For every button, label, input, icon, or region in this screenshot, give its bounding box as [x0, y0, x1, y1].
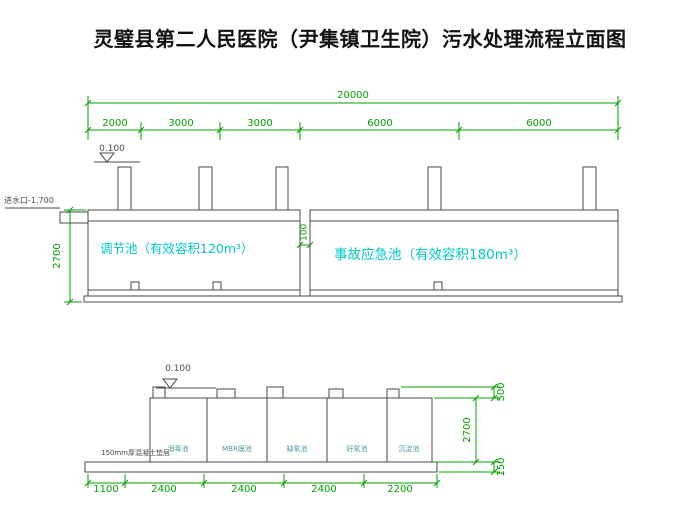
compartment-label: 好氧池	[346, 445, 368, 453]
bottom-dimension: 2400	[151, 484, 177, 495]
nozzle	[328, 388, 344, 399]
level-triangle-icon	[161, 378, 179, 389]
vent-pillar	[582, 166, 597, 211]
bottom-base-slab	[84, 461, 438, 473]
height-dimension: 2700	[52, 243, 63, 269]
drawing-title: 灵璧县第二人民医院（尹集镇卫生院）污水处理流程立面图	[93, 27, 627, 51]
bottom-structure	[84, 378, 438, 473]
segment-dimension: 3000	[247, 118, 273, 129]
right-dimension: 500	[496, 382, 507, 402]
inlet-label: 进水口-1.700	[4, 196, 54, 205]
bottom-dimension: 2200	[387, 484, 413, 495]
top-base-slab	[83, 295, 623, 303]
emergency-tank-label: 事故应急池（有效容积180m³）	[334, 247, 527, 263]
right-dimension: 150	[496, 457, 507, 477]
base-note: 150mm厚混凝土垫层	[101, 449, 170, 457]
regulating-tank-label: 调节池（有效容积120m³）	[100, 241, 254, 256]
vent-pillar	[275, 166, 289, 211]
nozzle	[266, 386, 284, 399]
gap-dimension: 100	[299, 223, 310, 241]
segment-dimension: 6000	[526, 118, 552, 129]
level-mark-label: 0.100	[165, 364, 191, 374]
compartment-label: 消毒池	[167, 445, 189, 453]
compartment-label: 缺氧池	[286, 445, 308, 453]
segment-dimension: 2000	[102, 118, 128, 129]
nozzle	[386, 388, 400, 399]
bottom-dimension: 2400	[231, 484, 257, 495]
bottom-dimension: 1100	[93, 484, 119, 495]
level-mark-label: 0.100	[99, 144, 125, 154]
vent-pillar	[427, 166, 442, 211]
compartment-label: 沉淀池	[398, 445, 420, 453]
vent-pillar	[117, 166, 132, 211]
top-dimension-lines	[64, 96, 622, 306]
vent-pillar	[198, 166, 213, 211]
segment-dimension: 6000	[367, 118, 393, 129]
inlet-pipe	[59, 211, 89, 224]
compartment-label: MBR膜池	[222, 445, 252, 453]
nozzle	[216, 388, 236, 399]
level-triangle-icon	[98, 152, 116, 163]
bottom-dimension-lines	[84, 383, 500, 488]
bottom-dimension: 2400	[311, 484, 337, 495]
right-dimension: 2700	[462, 417, 473, 443]
top-structure	[5, 152, 623, 303]
overall-dimension: 20000	[337, 90, 369, 101]
segment-dimension: 3000	[168, 118, 194, 129]
nozzle	[152, 386, 166, 399]
